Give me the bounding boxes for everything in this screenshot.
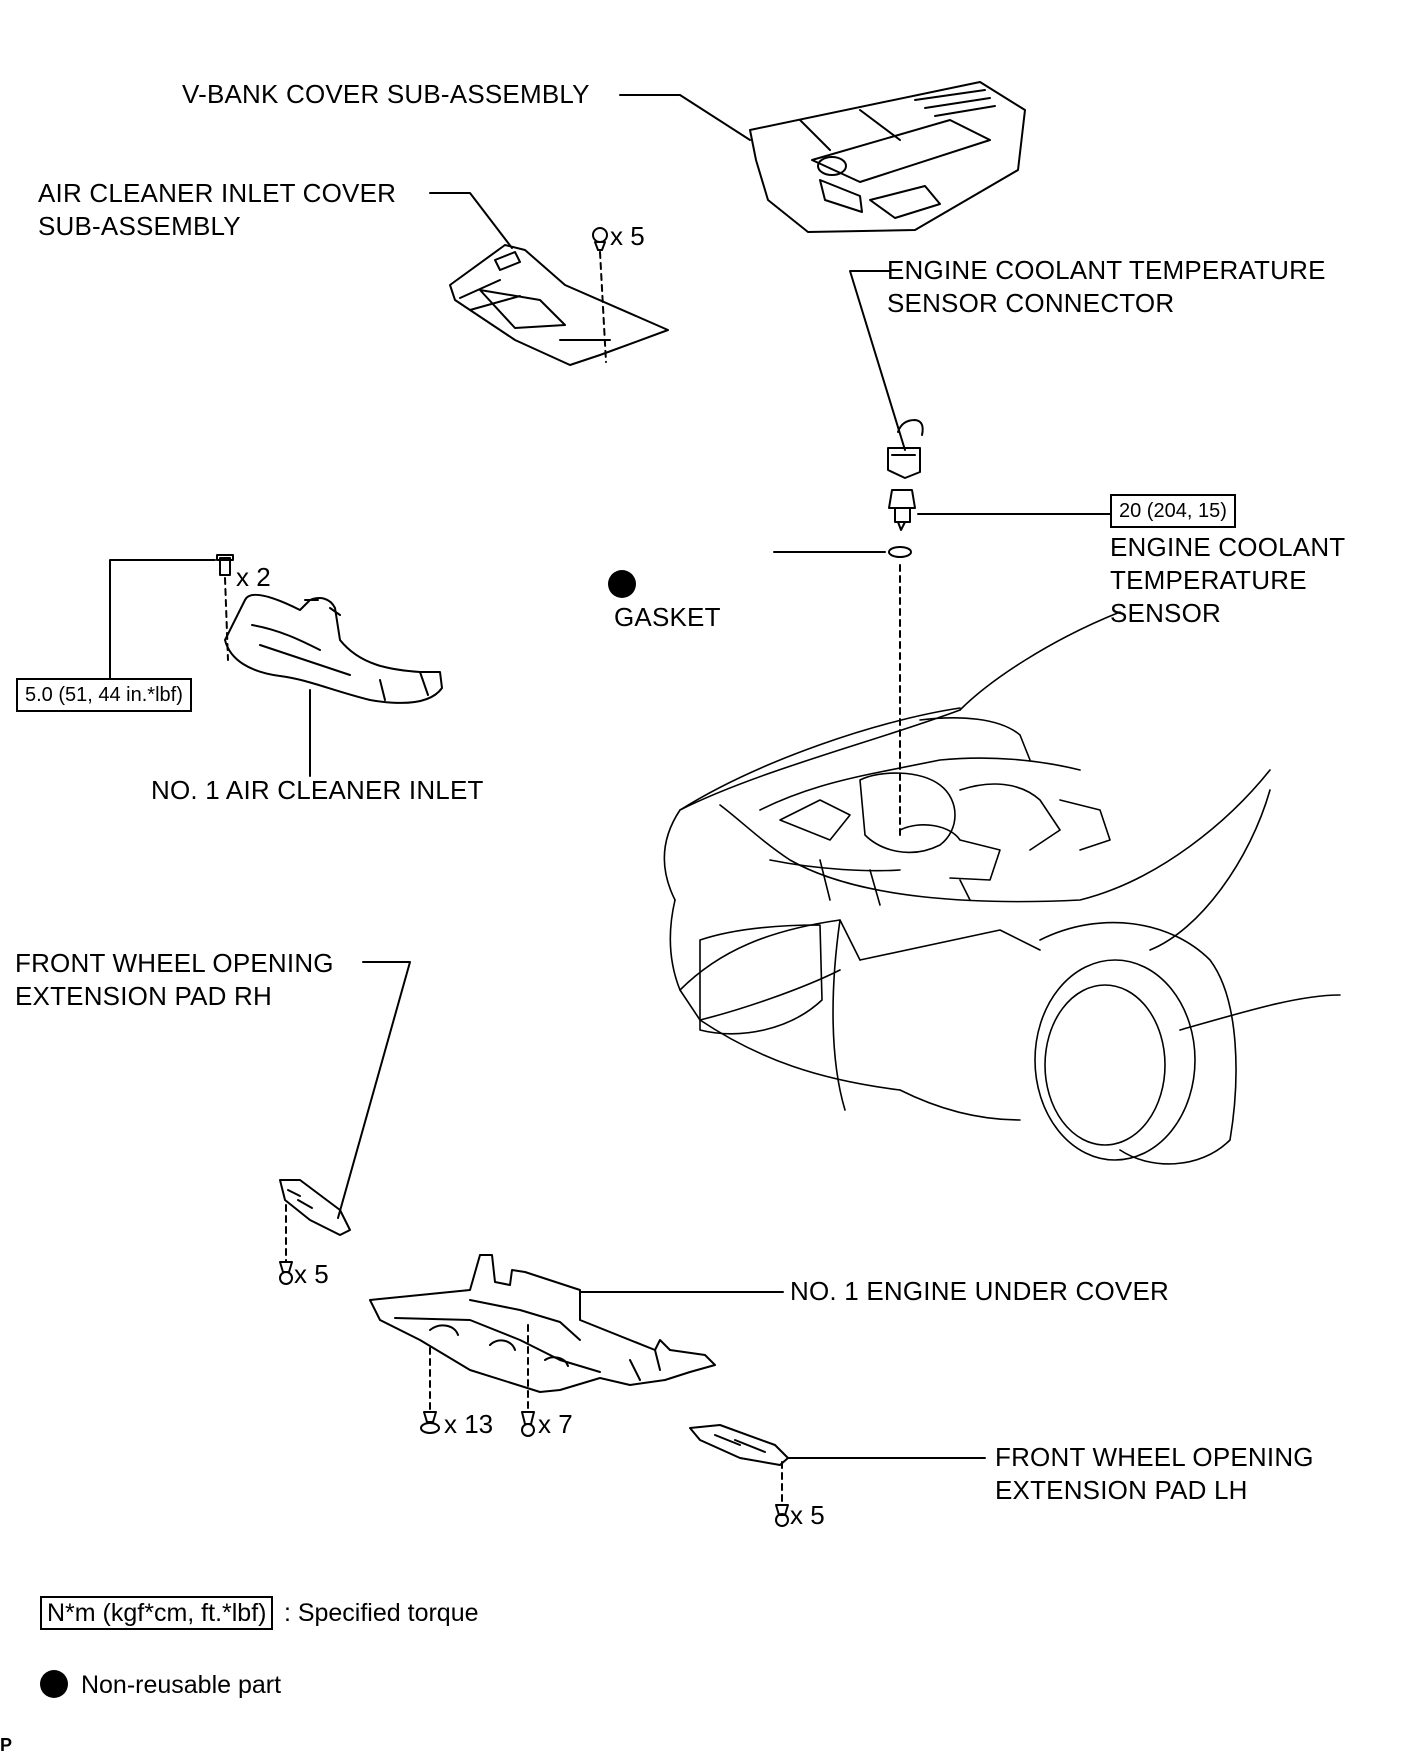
label-wheel-pad-lh: FRONT WHEEL OPENING EXTENSION PAD LH (995, 1442, 1314, 1505)
torque-ect-sensor: 20 (204, 15) (1110, 494, 1236, 528)
clip-icon-pad-lh (775, 1504, 789, 1527)
bolt-icon-aci (216, 554, 234, 576)
legend: N*m (kgf*cm, ft.*lbf) : Specified torque… (40, 1596, 479, 1700)
clip-icon-uc-a (420, 1411, 440, 1434)
qty-aci-bolts: x 2 (236, 562, 271, 592)
clip-icon-pad-rh (279, 1261, 293, 1285)
ect-connector-part (887, 419, 924, 479)
qty-uc-clips-a: x 13 (444, 1409, 494, 1439)
legend-torque-desc: : Specified torque (283, 1599, 479, 1627)
legend-torque-box: N*m (kgf*cm, ft.*lbf) (40, 1596, 274, 1630)
label-wheel-pad-rh: FRONT WHEEL OPENING EXTENSION PAD RH (15, 948, 334, 1011)
label-gasket: GASKET (614, 602, 721, 632)
label-vbank-cover: V-BANK COVER SUB-ASSEMBLY (182, 79, 590, 109)
label-ect-sensor-connector: ENGINE COOLANT TEMPERATURE SENSOR CONNEC… (887, 255, 1326, 318)
leader-ect-connector (849, 270, 906, 451)
wheel-pad-lh-part (689, 1424, 789, 1466)
label-ect-sensor: ENGINE COOLANT TEMPERATURE SENSOR (1110, 532, 1346, 628)
leader-vbank-cover (619, 94, 751, 141)
air-cleaner-inlet-cover-part (449, 244, 669, 366)
vehicle-outline (663, 611, 1341, 1165)
legend-torque-row: N*m (kgf*cm, ft.*lbf) : Specified torque (40, 1596, 479, 1630)
torque-air-cleaner-inlet: 5.0 (51, 44 in.*lbf) (16, 678, 192, 712)
ect-sensor-part (888, 489, 916, 531)
no1-engine-under-cover-part (369, 1254, 716, 1393)
dashed-line-aci (224, 577, 229, 661)
label-air-cleaner-inlet-cover: AIR CLEANER INLET COVER SUB-ASSEMBLY (38, 178, 397, 241)
label-no1-engine-under-cover: NO. 1 ENGINE UNDER COVER (790, 1276, 1169, 1306)
qty-acic-clips: x 5 (610, 221, 645, 251)
clip-icon-acic (592, 227, 608, 251)
qty-pad-lh-clips: x 5 (790, 1500, 825, 1530)
dashed-line-acic (599, 251, 607, 363)
qty-pad-rh-clips: x 5 (294, 1259, 329, 1289)
legend-nonreusable-icon (40, 1670, 68, 1698)
wheel-pad-rh-part (279, 1179, 351, 1236)
legend-nonreusable-row: Non-reusable part (40, 1670, 479, 1700)
leader-aci-torque (109, 559, 216, 681)
corner-mark: P (0, 1735, 13, 1755)
leader-air-cleaner-inlet-cover (429, 192, 513, 249)
qty-uc-clips-b: x 7 (538, 1409, 573, 1439)
label-gasket-group: GASKET (608, 535, 721, 634)
no1-air-cleaner-inlet-part (224, 593, 443, 704)
leader-wheel-pad-rh (337, 961, 411, 1219)
legend-nonreusable-desc: Non-reusable part (80, 1671, 282, 1699)
gasket-part (888, 546, 912, 558)
clip-icon-uc-b (521, 1411, 535, 1437)
label-no1-air-cleaner-inlet: NO. 1 AIR CLEANER INLET (151, 775, 484, 805)
nonreusable-marker-icon (608, 570, 636, 598)
vbank-cover-part (749, 81, 1026, 233)
